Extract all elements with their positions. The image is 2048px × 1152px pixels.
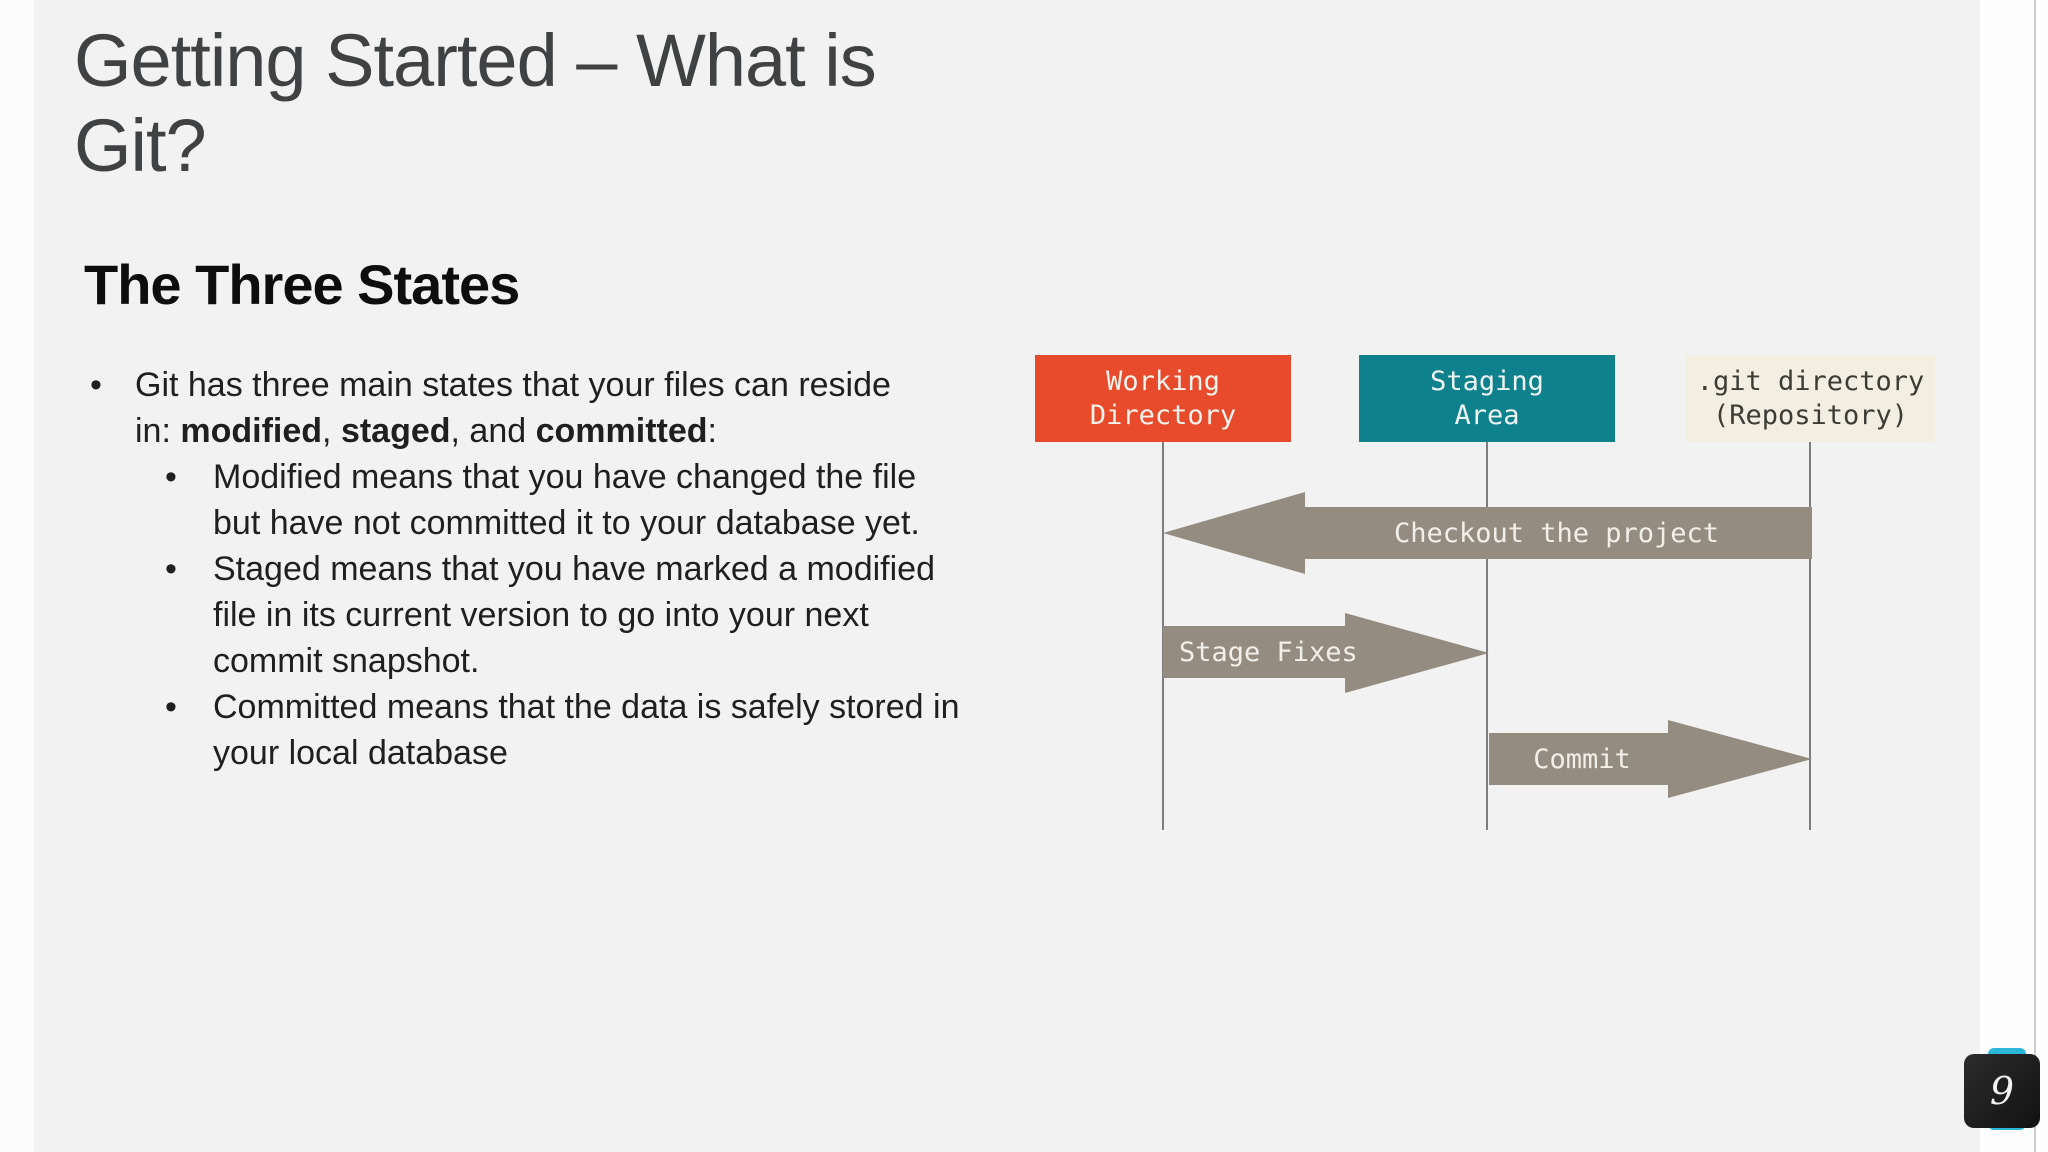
left-gutter bbox=[0, 0, 34, 1152]
box-label: Directory bbox=[1089, 399, 1237, 431]
bullet-list: • Git has three main states that your fi… bbox=[90, 362, 1020, 776]
bullet-icon: • bbox=[90, 366, 102, 404]
window-edge-line bbox=[2034, 0, 2036, 1152]
term-staged: staged bbox=[340, 412, 451, 450]
diagram-box-staging-area: Staging Area bbox=[1359, 355, 1615, 442]
box-label: .git directory bbox=[1696, 365, 1925, 397]
arrow-body bbox=[1489, 733, 1675, 785]
slide-canvas: Getting Started – What is Git? The Three… bbox=[34, 0, 1980, 1152]
slide-number: 9 bbox=[1989, 1069, 2015, 1113]
diagram-box-git-directory: .git directory (Repository) bbox=[1686, 355, 1935, 442]
bullet-main-line1: Git has three main states that your file… bbox=[135, 366, 891, 404]
box-label: (Repository) bbox=[1712, 399, 1909, 431]
term-modified: modified bbox=[180, 412, 323, 450]
git-states-diagram: Working Directory Staging Area .git dire… bbox=[1000, 330, 2014, 850]
bullet-text: Git has three main states that your file… bbox=[135, 362, 1020, 454]
list-item: • Committed means that the data is safel… bbox=[165, 684, 1020, 776]
list-item: • Staged means that you have marked a mo… bbox=[165, 546, 1020, 684]
lifeline-git-directory bbox=[1809, 442, 1811, 830]
arrow-label: Stage Fixes bbox=[1179, 636, 1358, 668]
bullet-text: Staged means that you have marked a modi… bbox=[213, 550, 935, 680]
arrow-stage-fixes: Stage Fixes bbox=[1163, 613, 1489, 693]
arrow-checkout-the-project: Checkout the project bbox=[1163, 492, 1812, 574]
arrow-head-left-icon bbox=[1163, 492, 1305, 574]
section-heading: The Three States bbox=[84, 253, 520, 316]
arrow-body bbox=[1163, 626, 1353, 678]
arrow-commit: Commit bbox=[1489, 720, 1812, 798]
bullet-icon: • bbox=[165, 688, 177, 726]
box-label: Working bbox=[1106, 365, 1220, 397]
page-title: Getting Started – What is Git? bbox=[74, 18, 974, 188]
bullet-text: Committed means that the data is safely … bbox=[213, 688, 960, 772]
right-gutter bbox=[1980, 0, 2048, 1152]
arrow-head-right-icon bbox=[1345, 613, 1489, 693]
page-title-line-2: Git? bbox=[74, 104, 207, 188]
bullet-text: Modified means that you have changed the… bbox=[213, 458, 920, 542]
page-title-line-1: Getting Started – What is bbox=[74, 19, 877, 102]
bullet-main-line2: in: modified, staged, and committed: bbox=[135, 412, 717, 450]
bullet-icon: • bbox=[165, 458, 177, 496]
list-item: • Git has three main states that your fi… bbox=[90, 362, 1020, 454]
bullet-icon: • bbox=[165, 550, 177, 588]
box-label: Area bbox=[1454, 399, 1520, 431]
box-label: Staging bbox=[1430, 365, 1544, 397]
arrow-body bbox=[1301, 507, 1812, 559]
arrow-head-right-icon bbox=[1668, 720, 1812, 798]
list-item: • Modified means that you have changed t… bbox=[165, 454, 1020, 546]
term-committed: committed bbox=[535, 412, 708, 450]
diagram-box-working-directory: Working Directory bbox=[1035, 355, 1291, 442]
arrow-label: Checkout the project bbox=[1393, 517, 1720, 549]
arrow-label: Commit bbox=[1533, 743, 1631, 775]
slide-number-badge: 9 bbox=[1964, 1054, 2040, 1128]
